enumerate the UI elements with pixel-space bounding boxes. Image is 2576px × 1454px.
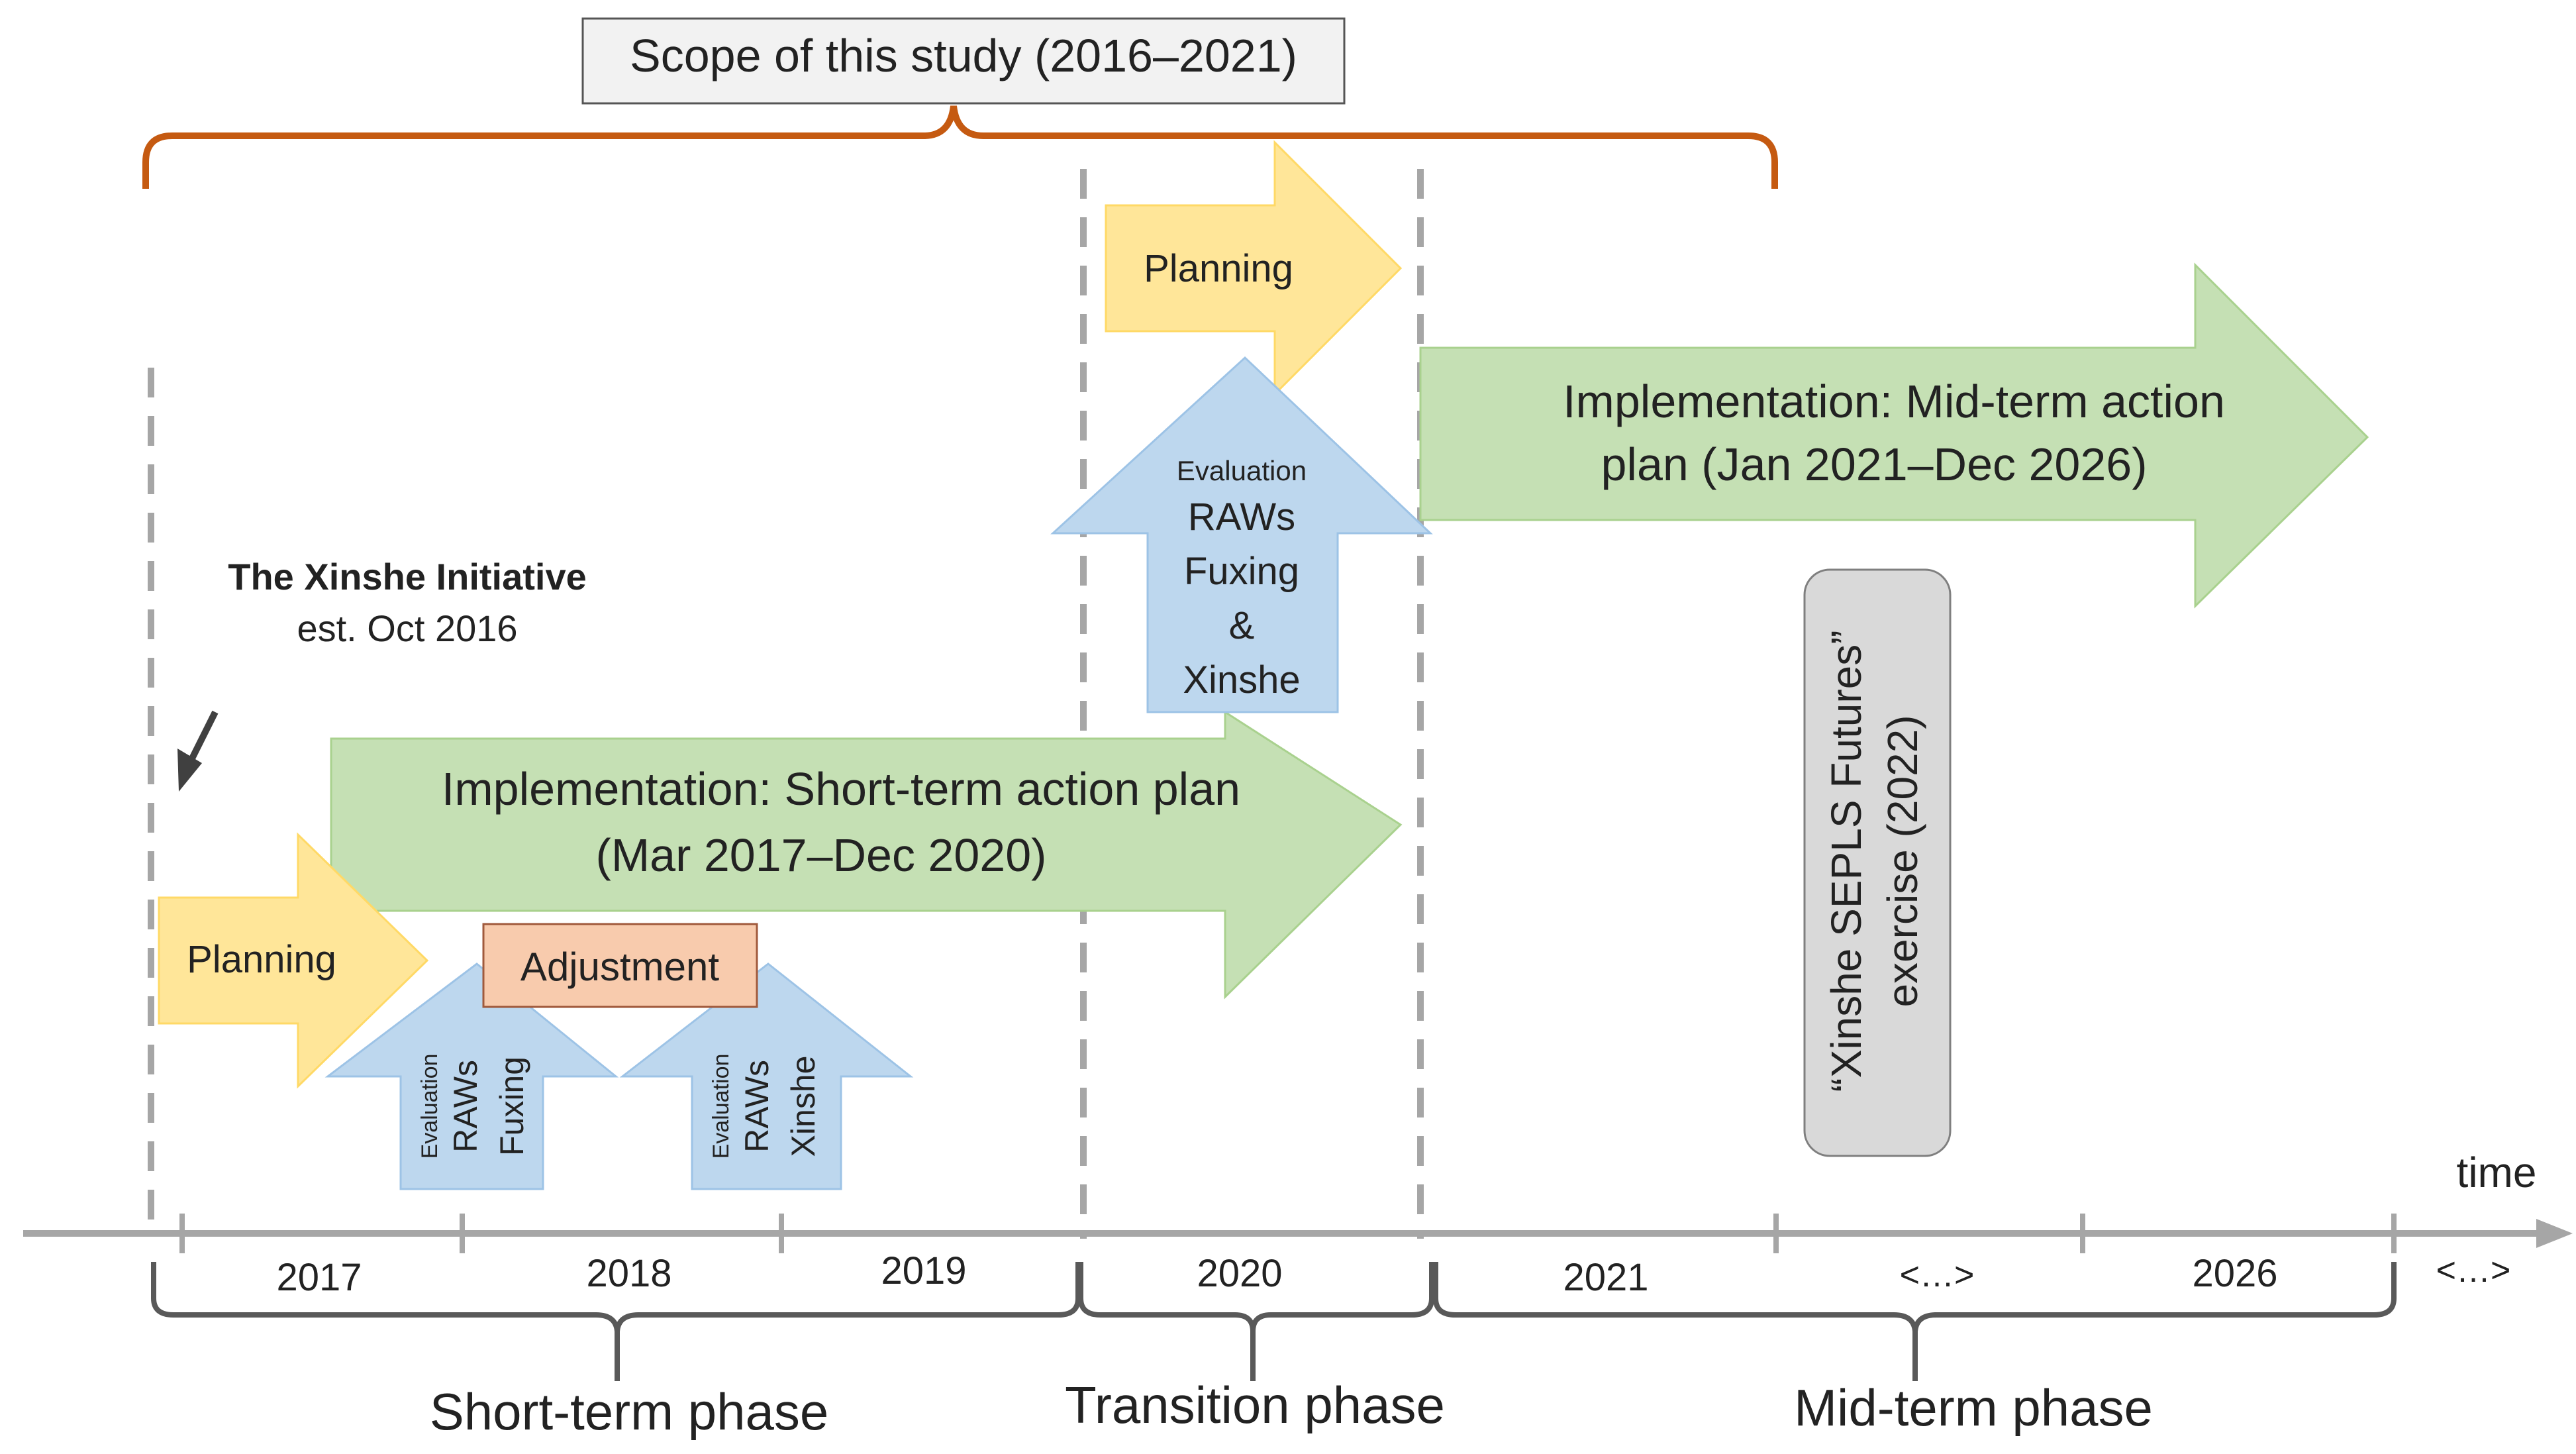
transition-evaluation-line2: Fuxing <box>1184 550 1299 593</box>
futures-exercise-line2: exercise (2022) <box>1879 715 1926 1007</box>
transition-evaluation-line3: & <box>1229 604 1255 647</box>
scope-label-box <box>581 17 1346 105</box>
evaluation-xinshe-arrow <box>619 962 914 1190</box>
year-label-2021: 2021 <box>1563 1256 1648 1299</box>
transition-phase-label: Transition phase <box>1065 1376 1445 1434</box>
mid-term-implementation-line1: Implementation: Mid-term action <box>1563 376 2225 427</box>
time-axis-label: time <box>2457 1149 2537 1196</box>
adjustment-box <box>482 923 758 1008</box>
initiative-name: The Xinshe Initiative <box>228 556 586 597</box>
mid-term-phase-brace <box>1433 1262 2397 1381</box>
short-term-planning-arrow <box>158 832 429 1089</box>
transition-evaluation-eval: Evaluation <box>1177 455 1307 486</box>
transition-planning-arrow <box>1105 140 1403 397</box>
year-label-ellipsis-2: <…> <box>2436 1251 2511 1290</box>
scope-label: Scope of this study (2016–2021) <box>630 30 1297 81</box>
start-pointer-shaft <box>185 710 219 767</box>
short-term-implementation-line2: (Mar 2017–Dec 2020) <box>596 829 1047 881</box>
initiative-established: est. Oct 2016 <box>297 607 517 649</box>
futures-exercise-box <box>1803 568 1952 1157</box>
transition-planning-label: Planning <box>1144 247 1293 290</box>
transition-evaluation-line4: Xinshe <box>1183 658 1300 701</box>
short-term-planning-label: Planning <box>187 938 336 981</box>
futures-exercise-line1: “Xinshe SEPLS Futures” <box>1822 630 1870 1092</box>
transition-evaluation-line1: RAWs <box>1188 495 1295 539</box>
evaluation-fuxing-eval: Evaluation <box>417 1054 442 1159</box>
mid-term-implementation-line2: plan (Jan 2021–Dec 2026) <box>1601 439 2147 490</box>
year-label-ellipsis-1: <…> <box>1900 1256 1975 1294</box>
evaluation-fuxing-line1: RAWs <box>447 1060 484 1153</box>
short-term-implementation-line1: Implementation: Short-term action plan <box>442 763 1240 815</box>
year-label-2026: 2026 <box>2192 1252 2277 1295</box>
scope-bracket <box>142 105 1778 189</box>
year-label-2019: 2019 <box>881 1249 966 1292</box>
start-pointer-arrow-icon <box>177 749 202 792</box>
time-axis-arrowhead-icon <box>2536 1219 2573 1248</box>
short-term-phase-brace <box>151 1262 1081 1381</box>
transition-phase-brace <box>1078 1262 1434 1381</box>
year-label-2018: 2018 <box>586 1252 671 1295</box>
year-label-2020: 2020 <box>1197 1252 1282 1295</box>
axis-ticks <box>179 1214 2397 1253</box>
short-term-implementation-arrow <box>330 710 1403 1000</box>
year-label-2017: 2017 <box>276 1256 362 1299</box>
evaluation-xinshe-eval: Evaluation <box>709 1054 734 1159</box>
evaluation-fuxing-arrow <box>324 962 619 1190</box>
short-term-phase-label: Short-term phase <box>430 1382 829 1441</box>
adjustment-label: Adjustment <box>520 945 719 989</box>
transition-evaluation-arrow <box>1050 356 1433 713</box>
mid-term-phase-label: Mid-term phase <box>1794 1378 2153 1437</box>
mid-term-implementation-arrow <box>1419 262 2369 609</box>
evaluation-xinshe-line2: Xinshe <box>785 1056 822 1157</box>
evaluation-xinshe-line1: RAWs <box>738 1060 775 1153</box>
evaluation-fuxing-line2: Fuxing <box>493 1057 530 1156</box>
